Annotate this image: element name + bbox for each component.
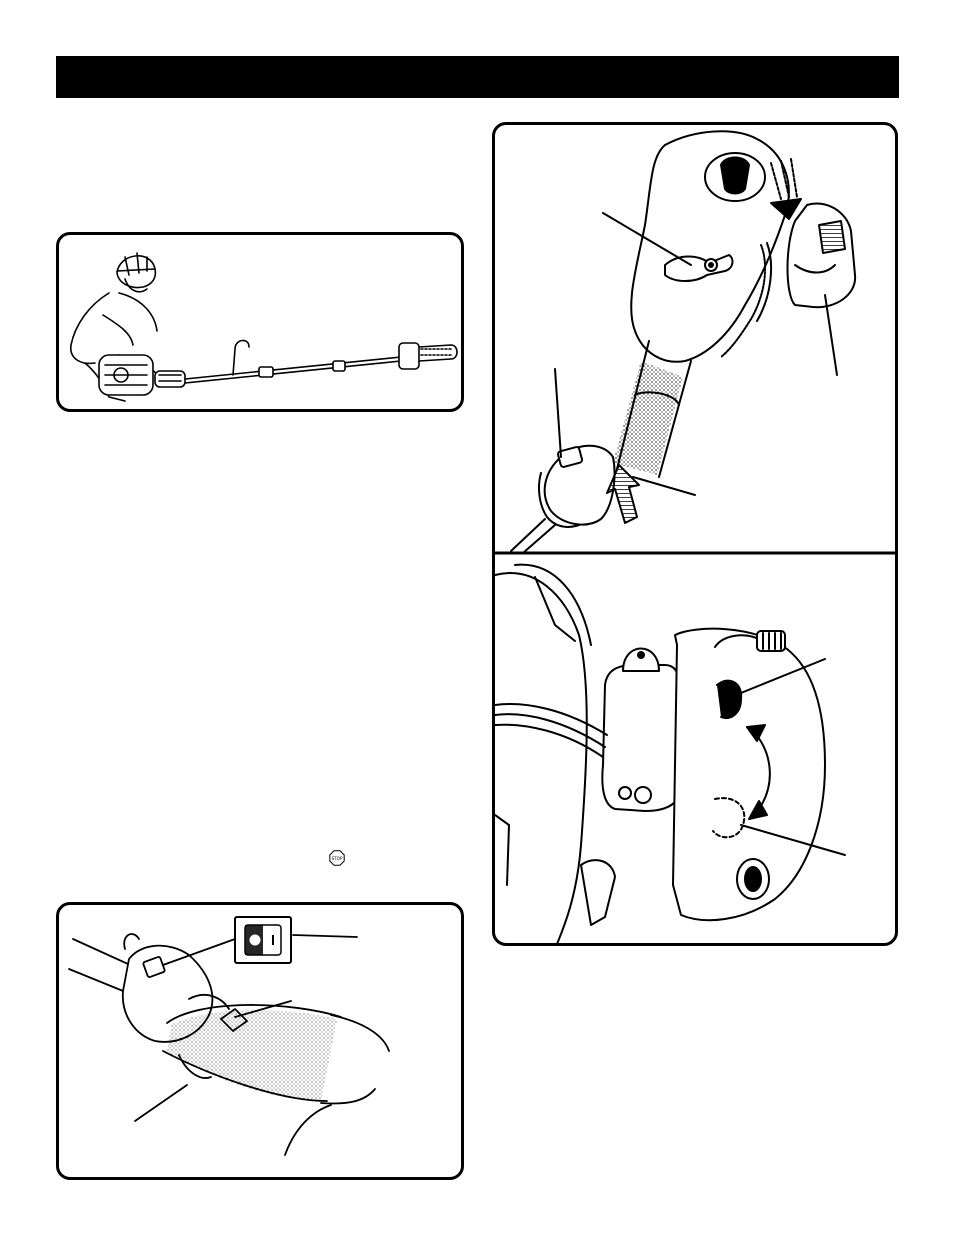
stop-octagon-icon: STOP [329, 850, 345, 866]
section-header-bar [56, 56, 899, 98]
figure-operator-stance [56, 232, 464, 412]
on-off-switch-icon [234, 916, 292, 964]
figure-engine-top-view [492, 122, 898, 946]
stop-icon-label: STOP [331, 856, 343, 861]
engine-controls-illustration [495, 130, 895, 943]
figure-rear-handle-switch [56, 902, 464, 1180]
operator-holding-pole-saw-illustration [70, 252, 458, 402]
rear-handle-illustration [68, 916, 390, 1156]
